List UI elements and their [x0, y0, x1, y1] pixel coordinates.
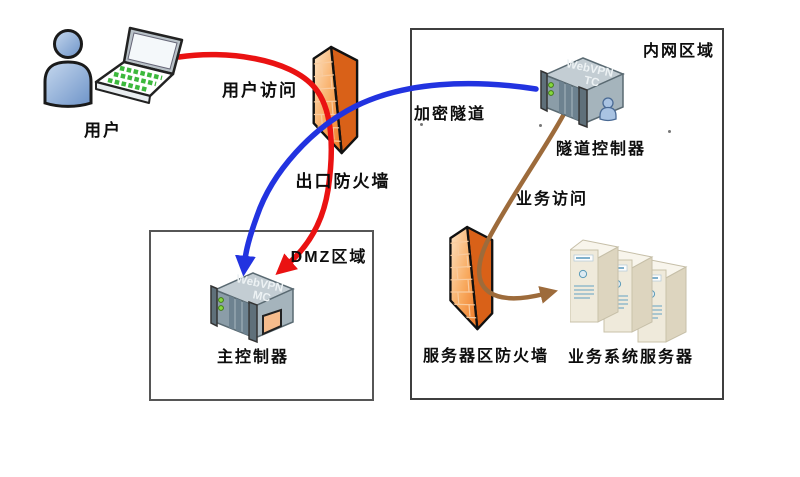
mc-orange-card: [262, 308, 282, 336]
tunnel-controller-icon: WebVPN TC: [540, 57, 625, 129]
exit-firewall-label: 出口防火墙: [295, 172, 391, 191]
speck: [420, 123, 423, 126]
user-access-arrow: [176, 51, 335, 276]
tower-left: [570, 239, 620, 323]
business-access-label: 业务访问: [515, 191, 589, 208]
business-access-arrow: [476, 109, 568, 304]
user-icon: [43, 29, 93, 108]
mc-device-text-line2: MC: [252, 289, 272, 304]
dmz-zone-label: DMZ区域: [290, 249, 368, 266]
business-servers-icon: [570, 239, 688, 343]
user-label: 用户: [84, 121, 122, 140]
encrypted-tunnel-arrow: [235, 80, 539, 277]
laptop-icon: [94, 26, 184, 104]
business-servers-label: 业务系统服务器: [567, 349, 695, 366]
tc-device-text-line2: TC: [583, 75, 601, 90]
user-access-label: 用户访问: [222, 81, 298, 100]
encrypted-tunnel-label: 加密隧道: [413, 106, 487, 123]
tunnel-controller-label: 隧道控制器: [555, 141, 647, 158]
main-controller-label: 主控制器: [216, 349, 290, 366]
server-zone-firewall-label: 服务器区防火墙: [422, 348, 550, 365]
main-controller-icon: WebVPN MC: [210, 272, 295, 344]
intranet-zone-label: 内网区域: [642, 43, 716, 60]
speck: [668, 130, 671, 133]
tc-user-figure-icon: [599, 97, 617, 122]
speck: [539, 124, 542, 127]
